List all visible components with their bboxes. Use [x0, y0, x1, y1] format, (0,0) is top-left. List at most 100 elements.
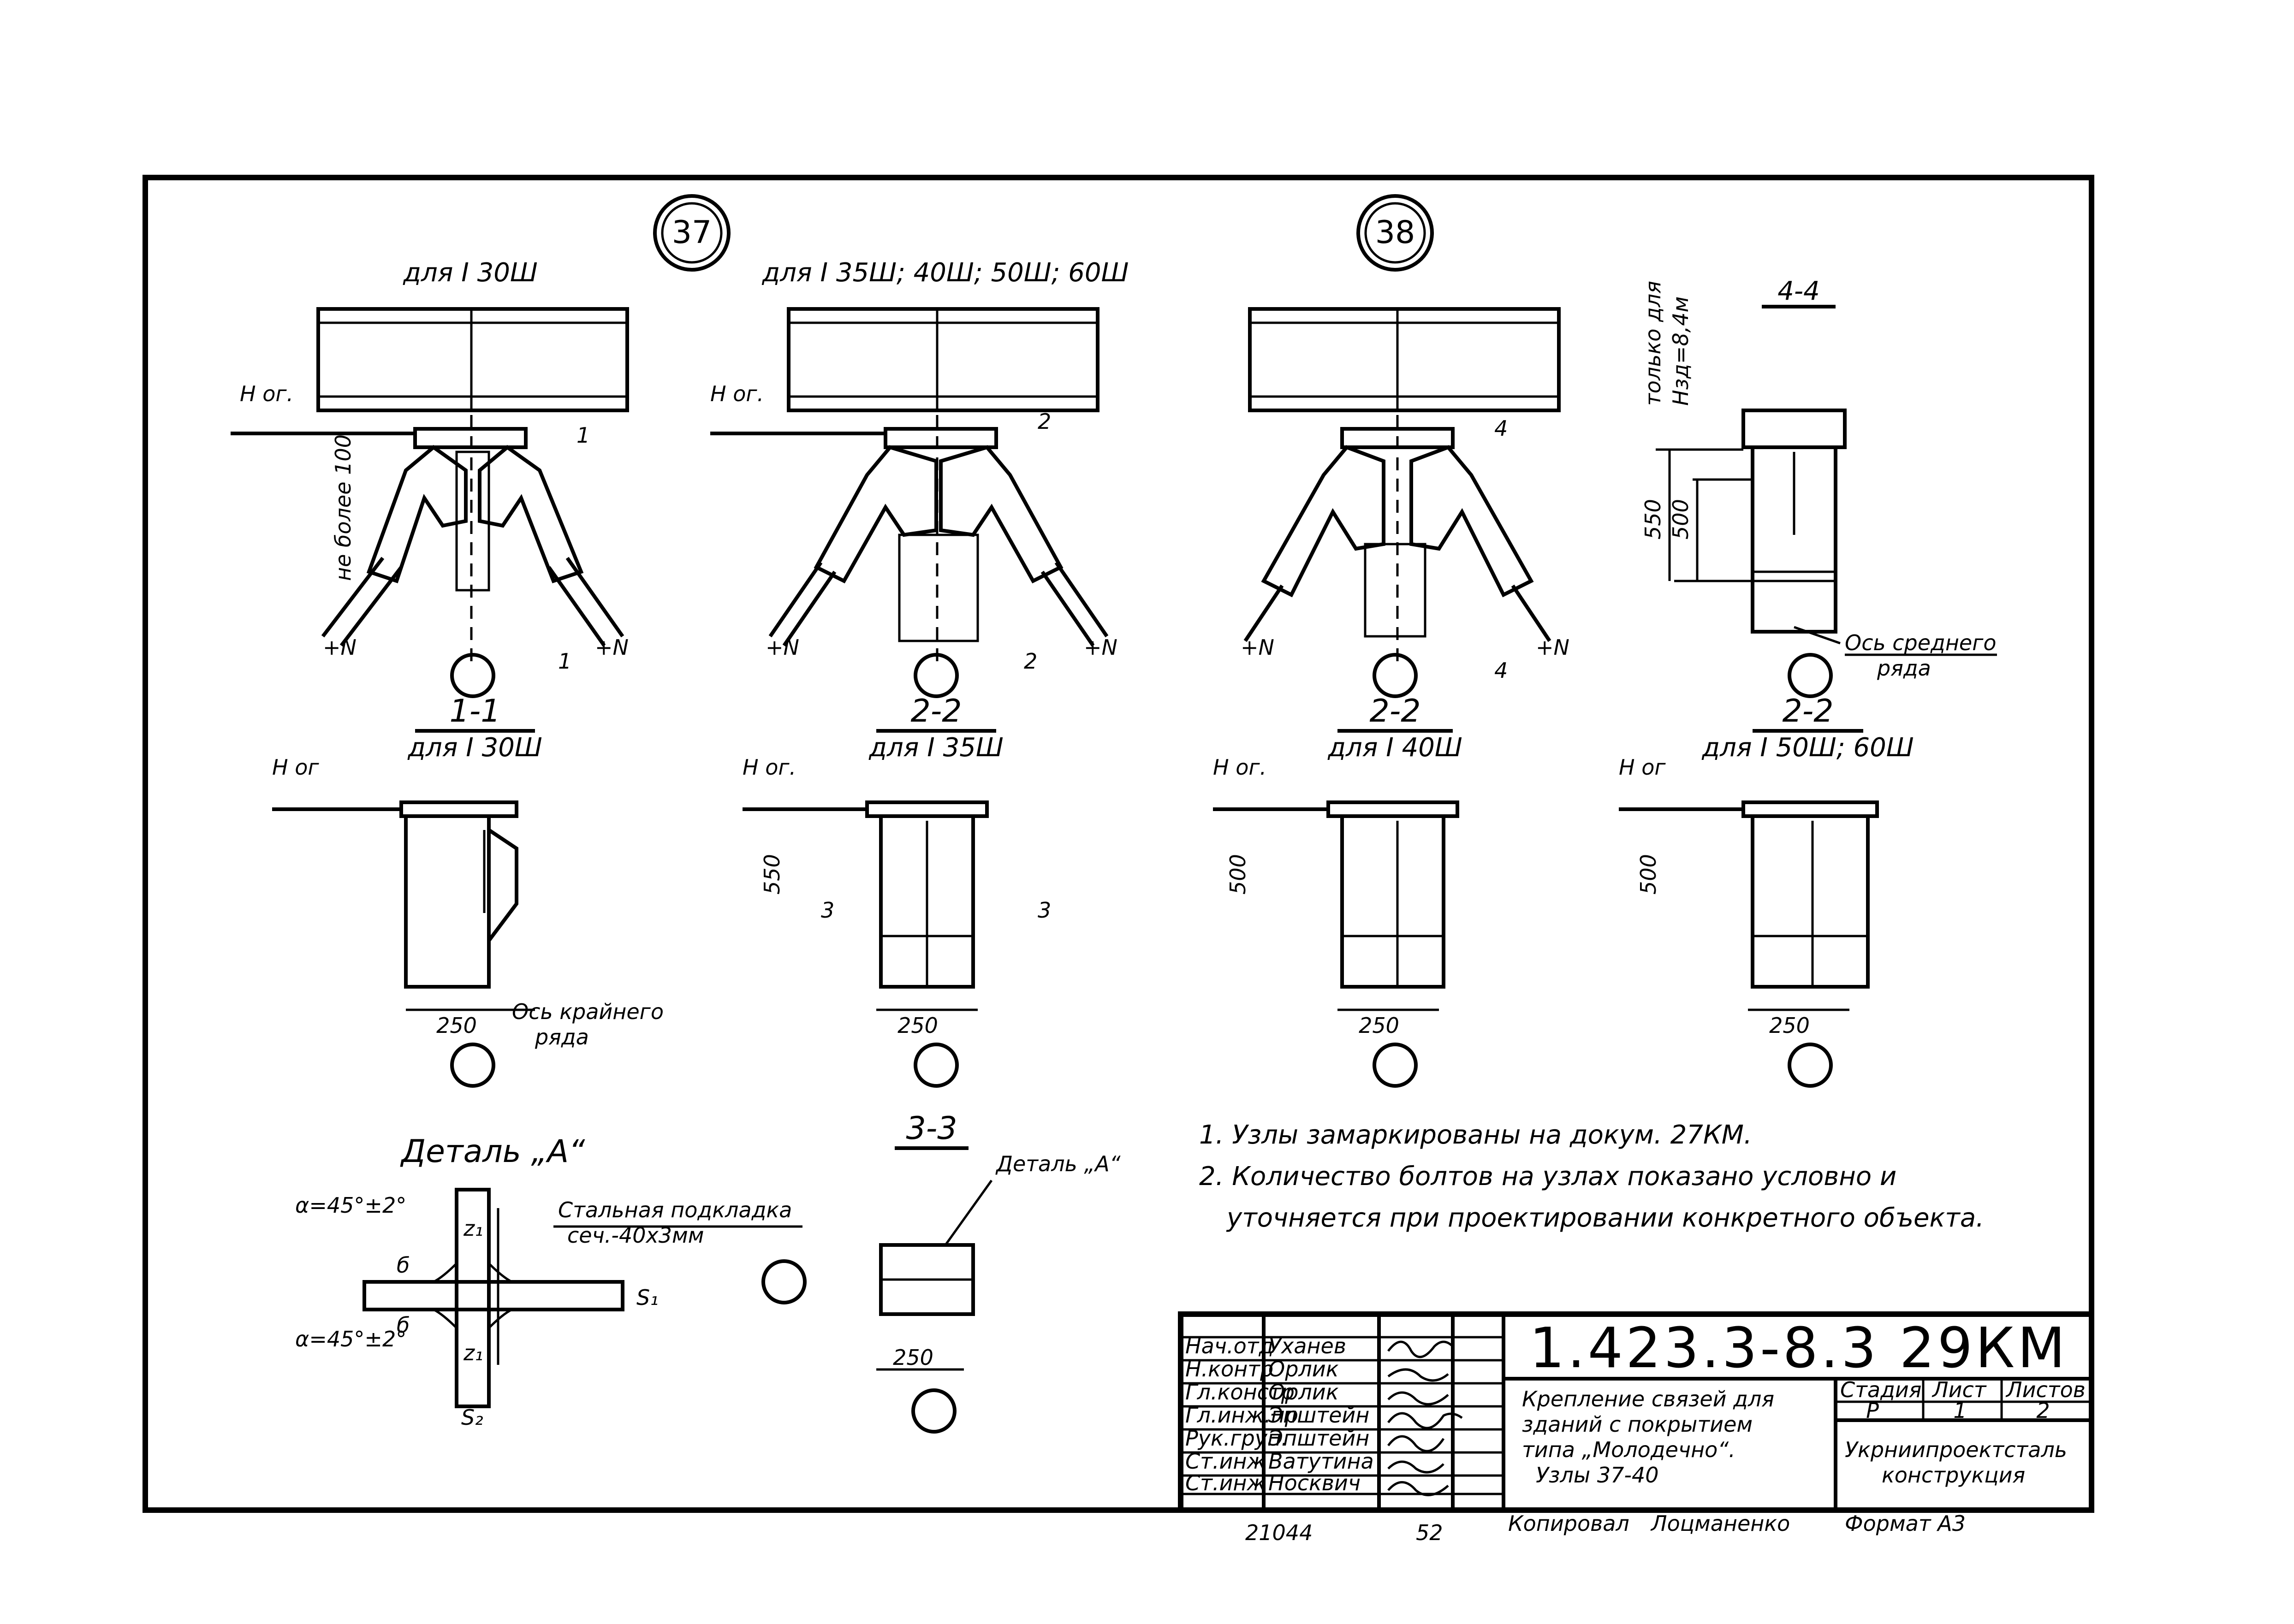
- node-37b-view: для I 35Ш; 40Ш; 50Ш; 60Ш Н ог. +N +N 2 2: [710, 258, 1129, 698]
- bottom-format: Формат А3: [1845, 1511, 1966, 1536]
- stamp-sheet-h: Лист: [1931, 1377, 1987, 1402]
- stamp-name-1: Орлик: [1268, 1357, 1339, 1381]
- sheet-frame: [143, 175, 2094, 1513]
- detail-a-b-bot: б: [397, 1313, 410, 1338]
- sec22b-elev: Н ог.: [1213, 755, 1266, 780]
- bottom-num2: 52: [1416, 1520, 1443, 1545]
- detail-a-circle: [761, 1259, 807, 1304]
- sec22b-sub: для I 40Ш: [1327, 733, 1462, 763]
- detail-a-angle-bot: α=45°±2°: [295, 1327, 406, 1351]
- sec22a-sec3-right: 3: [1038, 898, 1051, 923]
- stamp-stage: Р: [1866, 1398, 1879, 1423]
- title-block: 1.423.3-8.3 29КМ Нач.отд Н.контр Гл.конс…: [1178, 1311, 2094, 1513]
- stamp-desc-0: Крепление связей для: [1522, 1387, 1774, 1411]
- detail-a-angle-top: α=45°±2°: [295, 1193, 406, 1218]
- view-38-force-left: +N: [1241, 635, 1274, 660]
- sec44-only2: Нзд=8,4м: [1668, 296, 1693, 406]
- sec22a-sec3-left: 3: [821, 898, 834, 923]
- stamp-role-4: Рук.груп.: [1185, 1426, 1288, 1451]
- bottom-num: 21044: [1245, 1520, 1313, 1545]
- stamp-desc-2: типа „Молодечно“.: [1522, 1437, 1735, 1462]
- sec11-axis2: ряда: [535, 1025, 589, 1049]
- sec22c-elev: Н ог: [1619, 755, 1666, 780]
- notes: 1. Узлы замаркированы на докум. 27КМ. 2.…: [1199, 1120, 1984, 1233]
- node-38-label: 38: [1375, 214, 1415, 251]
- view-37a-sec-top: 1: [576, 423, 590, 448]
- stamp-name-6: Носквич: [1268, 1470, 1361, 1495]
- stamp-role-1: Н.контр: [1185, 1357, 1273, 1381]
- sec22c-sub: для I 50Ш; 60Ш: [1701, 733, 1914, 763]
- stamp-role-6: Ст.инж: [1185, 1470, 1266, 1495]
- view-37a-elev: Н ог.: [240, 381, 293, 406]
- sec22c-height: 500: [1636, 854, 1661, 895]
- view-38-force-right: +N: [1536, 635, 1569, 660]
- node-37-label: 37: [672, 214, 712, 251]
- stamp-role-0: Нач.отд: [1185, 1334, 1273, 1358]
- section-2-2-35: 2-2 для I 35Ш Н ог. 550 3 3 250: [743, 693, 1051, 1088]
- view-37b-title: для I 35Ш; 40Ш; 50Ш; 60Ш: [762, 258, 1129, 288]
- sec22c-title: 2-2: [1782, 693, 1833, 729]
- view-38-sec-top: 4: [1494, 416, 1508, 441]
- stamp-stage-h: Стадия: [1840, 1377, 1921, 1402]
- sec44-only: только для: [1640, 281, 1665, 406]
- sec22c-dim: 250: [1769, 1013, 1810, 1038]
- view-37a-force-left: +N: [323, 635, 357, 660]
- section-1-1: 1-1 для I 30Ш Н ог 250 Ось крайнего ряда: [272, 693, 664, 1088]
- stamp-sheets-h: Листов: [2005, 1377, 2086, 1402]
- sec44-axis: Ось среднего: [1845, 630, 1997, 655]
- view-37a-notmore: не более 100: [331, 434, 356, 581]
- sec11-title: 1-1: [449, 693, 500, 729]
- note-3: уточняется при проектировании конкретног…: [1226, 1203, 1984, 1233]
- view-37a-title: для I 30Ш: [403, 258, 537, 288]
- sec33-title: 3-3: [906, 1110, 957, 1147]
- detail-a-z-top: z₁: [463, 1216, 483, 1241]
- stamp-name-5: Ватутина: [1268, 1449, 1374, 1474]
- sec44-title: 4-4: [1777, 276, 1819, 306]
- sec44-500: 500: [1668, 499, 1693, 539]
- stamp-name-0: Уханев: [1268, 1334, 1346, 1358]
- stamp-role-2: Гл.констр: [1185, 1380, 1295, 1405]
- stamp-sheets: 2: [2036, 1398, 2050, 1423]
- bottom-copier: Лоцманенко: [1650, 1511, 1790, 1536]
- section-2-2-50: 2-2 для I 50Ш; 60Ш Н ог 500 250: [1619, 693, 1914, 1088]
- node-38-marker: 38: [1356, 194, 1434, 272]
- detail-a-z-bot: z₁: [463, 1340, 483, 1365]
- sec11-sub: для I 30Ш: [407, 733, 542, 763]
- stamp-name-2: Орлик: [1268, 1380, 1339, 1405]
- section-3-3: 3-3 Деталь „А“ 250: [876, 1110, 1121, 1434]
- stamp-role-5: Ст.инж: [1185, 1449, 1266, 1474]
- bottom-copied: Копировал: [1508, 1511, 1629, 1536]
- stamp-role-3: Гл.инж.пр: [1185, 1403, 1298, 1428]
- sec11-dim: 250: [436, 1013, 477, 1038]
- detail-a: Деталь „А“ α=45°±2° α=45°±2° Стальная по…: [295, 1133, 802, 1430]
- stamp-desc-1: зданий с покрытием: [1522, 1412, 1753, 1437]
- sec44-550: 550: [1640, 499, 1665, 539]
- detail-a-s1: S₁: [636, 1285, 659, 1310]
- section-2-2-40: 2-2 для I 40Ш Н ог. 500 250: [1213, 693, 1462, 1088]
- detail-a-pad: Стальная подкладка: [558, 1197, 792, 1222]
- view-37b-sec-bot: 2: [1024, 649, 1037, 674]
- note-2: 2. Количество болтов на узлах показано у…: [1199, 1162, 1896, 1191]
- sec33-detail-ref: Деталь „А“: [995, 1151, 1121, 1176]
- stamp-sheet: 1: [1953, 1398, 1967, 1423]
- stamp-org-1: конструкция: [1882, 1463, 2025, 1488]
- sec22b-height: 500: [1225, 854, 1250, 895]
- view-37b-sec-top: 2: [1038, 409, 1051, 434]
- view-37b-force-left: +N: [766, 635, 799, 660]
- node-37a-view: для I 30Ш Н ог. не более 100 +N +N 1 1: [231, 258, 629, 698]
- sec11-elev: Н ог: [272, 755, 319, 780]
- sec22a-title: 2-2: [910, 693, 962, 729]
- signatures: [1387, 1340, 1463, 1496]
- sec22a-sub: для I 35Ш: [868, 733, 1003, 763]
- sec22b-title: 2-2: [1369, 693, 1420, 729]
- sec22a-height: 550: [760, 854, 784, 895]
- view-37b-force-right: +N: [1084, 635, 1117, 660]
- sec22a-elev: Н ог.: [743, 755, 796, 780]
- bottom-info: 21044 52 Копировал Лоцманенко Формат А3: [1245, 1511, 1966, 1545]
- sec33-dim: 250: [893, 1345, 933, 1370]
- doc-code: 1.423.3-8.3 29КМ: [1529, 1316, 2068, 1381]
- stamp-name-3: Эпштейн: [1268, 1403, 1369, 1428]
- detail-a-s2: S₂: [461, 1405, 483, 1430]
- detail-a-title: Деталь „А“: [400, 1133, 585, 1170]
